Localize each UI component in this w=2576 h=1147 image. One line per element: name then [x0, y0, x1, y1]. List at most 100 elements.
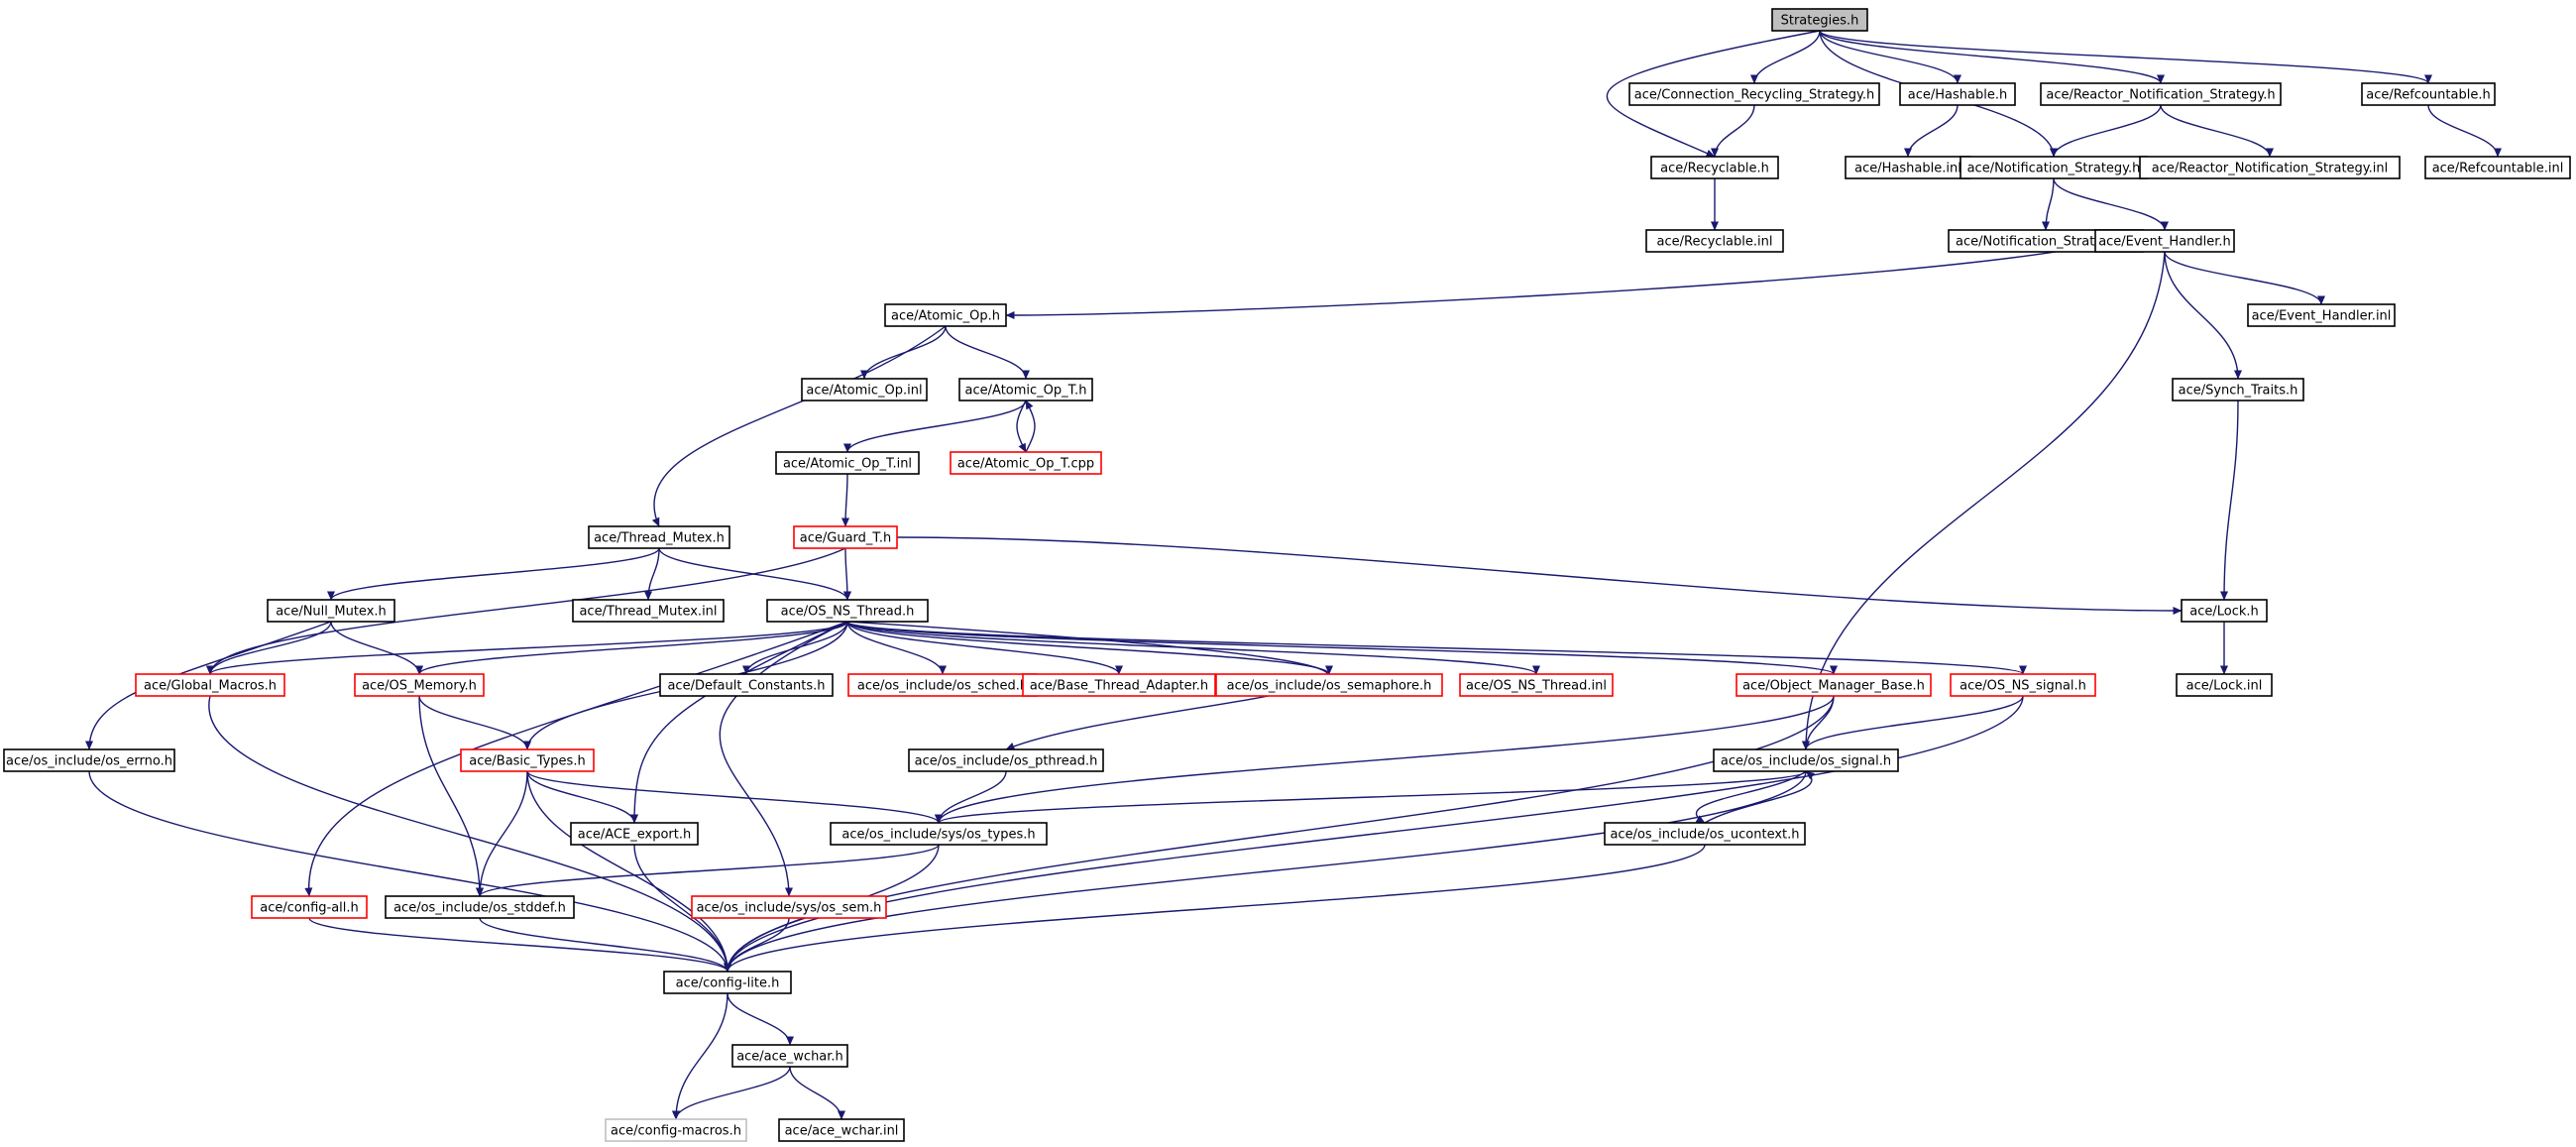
node-synch-traits-h[interactable]: ace/Synch_Traits.h — [2172, 378, 2304, 401]
edge-strategies-h-to-hashable-h — [1819, 30, 1961, 84]
node-ace-wchar-inl[interactable]: ace/ace_wchar.inl — [778, 1118, 905, 1142]
node-label: ace/Recyclable.inl — [1657, 235, 1773, 250]
edge-os-sem-h-to-config-lite-h — [724, 917, 790, 973]
node-os-semaphore-h[interactable]: ace/os_include/os_semaphore.h — [1215, 673, 1443, 697]
node-lock-h[interactable]: ace/Lock.h — [2181, 599, 2268, 623]
edge-atomic-op-t-h-to-atomic-op-t-cpp — [1016, 400, 1027, 453]
node-label: ace/Default_Constants.h — [667, 679, 825, 694]
node-event-handler-inl[interactable]: ace/Event_Handler.inl — [2247, 303, 2396, 327]
node-label: ace/Notification_Strategy.inl — [1956, 235, 2136, 250]
node-atomic-op-t-inl[interactable]: ace/Atomic_Op_T.inl — [775, 451, 920, 475]
edge-guard-t-h-to-global-macros-h — [206, 547, 846, 675]
edge-object-manager-base-h-to-os-types-h — [935, 695, 1835, 824]
node-null-mutex-h[interactable]: ace/Null_Mutex.h — [267, 599, 395, 623]
node-os-sem-h[interactable]: ace/os_include/sys/os_sem.h — [691, 895, 887, 919]
edge-notification-strategy-h-to-notification-strategy-inl — [2042, 177, 2055, 231]
node-event-handler-h[interactable]: ace/Event_Handler.h — [2094, 229, 2235, 253]
node-os-stddef-h[interactable]: ace/os_include/os_stddef.h — [385, 895, 575, 919]
node-ace-wchar-h[interactable]: ace/ace_wchar.h — [731, 1044, 848, 1068]
edge-config-lite-h-to-config-macros-h — [672, 992, 728, 1120]
edge-config-all-h-to-config-lite-h — [308, 917, 731, 973]
node-hashable-h[interactable]: ace/Hashable.h — [1899, 82, 2016, 106]
node-box — [572, 599, 725, 623]
node-hashable-inl[interactable]: ace/Hashable.inl — [1845, 156, 1971, 179]
node-atomic-op-inl[interactable]: ace/Atomic_Op.inl — [801, 378, 928, 401]
edge-strategies-h-to-refcountable-h — [1819, 30, 2432, 84]
node-notification-strategy-h[interactable]: ace/Notification_Strategy.h — [1960, 156, 2148, 179]
node-recyclable-inl[interactable]: ace/Recyclable.inl — [1645, 229, 1784, 253]
node-default-constants-h[interactable]: ace/Default_Constants.h — [659, 673, 834, 697]
edge-synch-traits-h-to-lock-h — [2220, 400, 2239, 601]
node-label: ace/Guard_T.h — [800, 531, 891, 546]
node-os-memory-h[interactable]: ace/OS_Memory.h — [354, 673, 485, 697]
node-atomic-op-h[interactable]: ace/Atomic_Op.h — [884, 303, 1007, 327]
node-refcountable-h[interactable]: ace/Refcountable.h — [2361, 82, 2496, 106]
node-config-all-h[interactable]: ace/config-all.h — [251, 895, 368, 919]
edge-object-manager-base-h-to-os-signal-h — [1802, 695, 1835, 750]
node-basic-types-h[interactable]: ace/Basic_Types.h — [460, 748, 595, 772]
edge-os-ns-signal-h-to-os-signal-h — [1802, 695, 2024, 750]
node-box — [775, 451, 920, 475]
node-os-errno-h[interactable]: ace/os_include/os_errno.h — [3, 748, 175, 772]
node-ace-export-h[interactable]: ace/ACE_export.h — [570, 822, 699, 846]
edge-null-mutex-h-to-global-macros-h — [206, 621, 332, 675]
node-box — [793, 525, 898, 549]
edge-basic-types-h-to-os-stddef-h — [476, 770, 528, 897]
node-label: ace/config-lite.h — [676, 976, 780, 991]
node-os-sched-h[interactable]: ace/os_include/os_sched.h — [847, 673, 1038, 697]
edge-os-ns-thread-h-to-os-sem-h — [719, 621, 848, 897]
nodes-layer: Strategies.h ace/Connection_Recycling_Str… — [3, 8, 2571, 1142]
node-box — [731, 1044, 848, 1068]
node-reactor-notification-strategy-inl[interactable]: ace/Reactor_Notification_Strategy.inl — [2139, 156, 2401, 179]
edge-os-ns-thread-h-to-default-constants-h — [742, 621, 848, 675]
node-config-macros-h: ace/config-macros.h — [605, 1118, 747, 1142]
node-os-ns-thread-inl[interactable]: ace/OS_NS_Thread.inl — [1459, 673, 1614, 697]
node-global-macros-h[interactable]: ace/Global_Macros.h — [135, 673, 285, 697]
node-label: ace/Null_Mutex.h — [276, 605, 387, 620]
edge-event-handler-h-to-event-handler-inl — [2164, 251, 2325, 305]
node-reactor-notification-strategy-h[interactable]: ace/Reactor_Notification_Strategy.h — [2040, 82, 2282, 106]
node-guard-t-h[interactable]: ace/Guard_T.h — [793, 525, 898, 549]
edge-basic-types-h-to-ace-export-h — [526, 770, 638, 824]
edge-config-lite-h-to-ace-wchar-h — [727, 992, 794, 1046]
node-label: ace/os_include/os_stddef.h — [393, 901, 566, 916]
node-os-types-h[interactable]: ace/os_include/sys/os_types.h — [830, 822, 1048, 846]
edge-os-signal-h-to-os-ucontext-h — [1695, 770, 1807, 824]
node-lock-inl[interactable]: ace/Lock.inl — [2176, 673, 2273, 697]
node-os-signal-h[interactable]: ace/os_include/os_signal.h — [1713, 748, 1899, 772]
edge-os-ucontext-h-to-os-signal-h — [1704, 770, 1816, 824]
node-recyclable-h[interactable]: ace/Recyclable.h — [1650, 156, 1779, 179]
node-label: ace/Hashable.h — [1908, 88, 2007, 103]
node-os-pthread-h[interactable]: ace/os_include/os_pthread.h — [908, 748, 1104, 772]
node-base-thread-adapter-h[interactable]: ace/Base_Thread_Adapter.h — [1022, 673, 1216, 697]
node-os-ucontext-h[interactable]: ace/os_include/os_ucontext.h — [1604, 822, 1806, 846]
node-strategies-h[interactable]: Strategies.h — [1771, 8, 1868, 32]
node-label: ace/Atomic_Op.inl — [806, 384, 922, 399]
node-label: ace/OS_Memory.h — [362, 679, 477, 694]
node-box — [251, 895, 368, 919]
node-thread-mutex-h[interactable]: ace/Thread_Mutex.h — [588, 525, 730, 549]
node-refcountable-inl[interactable]: ace/Refcountable.inl — [2424, 156, 2571, 179]
edge-os-memory-h-to-os-stddef-h — [418, 695, 484, 897]
node-conn-recycling-strategy-h[interactable]: ace/Connection_Recycling_Strategy.h — [1628, 82, 1880, 106]
node-object-manager-base-h[interactable]: ace/Object_Manager_Base.h — [1736, 673, 1932, 697]
node-label: ace/Reactor_Notification_Strategy.inl — [2152, 162, 2388, 176]
node-box — [1899, 82, 2016, 106]
node-atomic-op-t-h[interactable]: ace/Atomic_Op_T.h — [958, 378, 1093, 401]
edge-os-memory-h-to-basic-types-h — [418, 695, 531, 750]
node-box — [1604, 822, 1806, 846]
edge-event-handler-h-to-atomic-op-h — [1005, 244, 2096, 319]
node-os-ns-thread-h[interactable]: ace/OS_NS_Thread.h — [766, 599, 929, 623]
node-os-ns-signal-h[interactable]: ace/OS_NS_signal.h — [1950, 673, 2096, 697]
node-box — [2040, 82, 2282, 106]
node-thread-mutex-inl[interactable]: ace/Thread_Mutex.inl — [572, 599, 725, 623]
node-box — [588, 525, 730, 549]
edge-atomic-op-t-h-to-atomic-op-t-inl — [843, 400, 1027, 453]
node-label: ace/Basic_Types.h — [469, 754, 585, 769]
node-box — [135, 673, 285, 697]
node-box — [766, 599, 929, 623]
node-atomic-op-t-cpp[interactable]: ace/Atomic_Op_T.cpp — [950, 451, 1102, 475]
edge-atomic-op-h-to-thread-mutex-h — [651, 325, 947, 527]
node-label: ace/Synch_Traits.h — [2179, 384, 2298, 399]
node-config-lite-h[interactable]: ace/config-lite.h — [663, 971, 792, 994]
